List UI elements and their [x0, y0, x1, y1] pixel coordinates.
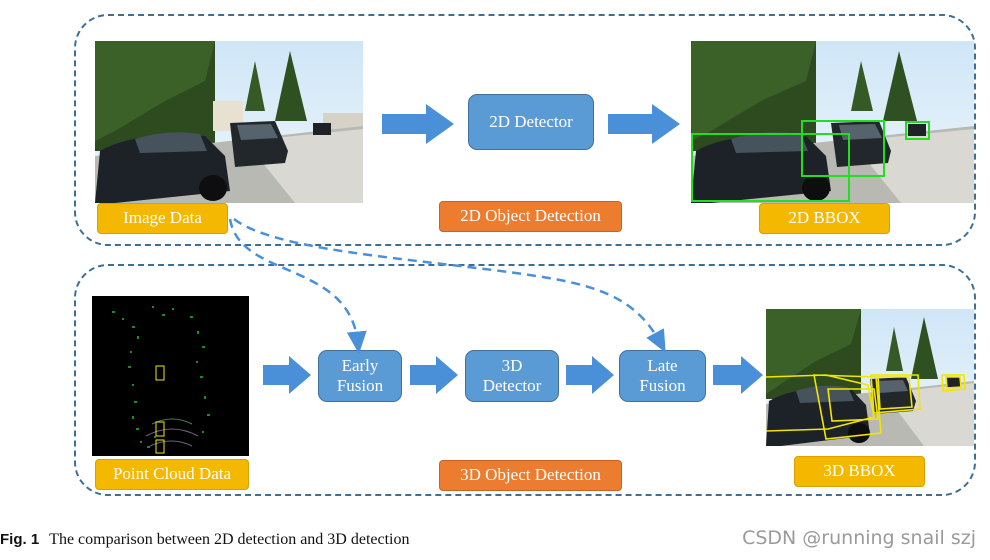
- 3d-bbox-image: [766, 309, 974, 446]
- arrow-right-icon: [263, 356, 311, 394]
- 3d-bbox-label: 3D BBOX: [794, 456, 925, 487]
- point-cloud-image: [92, 296, 249, 456]
- late-fusion-line1: Late: [647, 355, 678, 375]
- image-data-label: Image Data: [97, 203, 228, 234]
- watermark: CSDN @running snail szj: [742, 527, 976, 549]
- arrow-right-icon: [713, 356, 763, 394]
- bbox-2d: [801, 120, 885, 177]
- arrow-right-icon: [410, 356, 458, 394]
- 3d-detector-box: 3D Detector: [465, 350, 559, 402]
- 2d-bbox-image: [691, 41, 974, 203]
- bottom-panel-3d-detection: [74, 264, 976, 496]
- bbox-3d: [813, 374, 882, 440]
- bbox-3d: [941, 374, 966, 392]
- bbox-3d: [155, 365, 165, 381]
- early-fusion-line2: Fusion: [336, 376, 384, 395]
- 3d-object-detection-label: 3D Object Detection: [439, 460, 622, 491]
- bbox-3d: [945, 376, 962, 389]
- bbox-3d: [155, 421, 165, 437]
- point-cloud-data-label: Point Cloud Data: [95, 459, 249, 490]
- figure-label: Fig. 1: [0, 531, 40, 548]
- bbox-3d: [870, 374, 921, 414]
- early-fusion-line1: Early: [341, 355, 379, 375]
- top-panel-2d-detection: [74, 14, 976, 246]
- figure-caption: Fig. 1 The comparison between 2D detecti…: [0, 531, 410, 549]
- early-fusion-box: Early Fusion: [318, 350, 402, 402]
- connector-to-late-fusion: [233, 218, 666, 353]
- connector-to-early-fusion: [228, 218, 367, 354]
- 2d-bbox-label: 2D BBOX: [759, 203, 890, 234]
- bbox-3d: [827, 388, 879, 422]
- bbox-2d: [905, 121, 930, 140]
- bbox-2d: [691, 133, 850, 202]
- bbox-3d: [155, 439, 165, 454]
- 3d-detector-line1: 3D: [501, 355, 523, 375]
- late-fusion-line2: Fusion: [639, 376, 686, 395]
- camera-image: [95, 41, 363, 203]
- 3d-detector-line2: Detector: [482, 376, 542, 395]
- 2d-detector-label: 2D Detector: [489, 111, 573, 131]
- figure-caption-text: The comparison between 2D detection and …: [49, 531, 410, 548]
- arrow-right-icon: [608, 104, 680, 144]
- arrow-right-icon: [566, 356, 614, 394]
- arrow-right-icon: [382, 104, 454, 144]
- late-fusion-box: Late Fusion: [619, 350, 706, 402]
- bbox-3d: [877, 376, 913, 410]
- 2d-object-detection-label: 2D Object Detection: [439, 201, 622, 232]
- 2d-detector-box: 2D Detector: [468, 94, 594, 150]
